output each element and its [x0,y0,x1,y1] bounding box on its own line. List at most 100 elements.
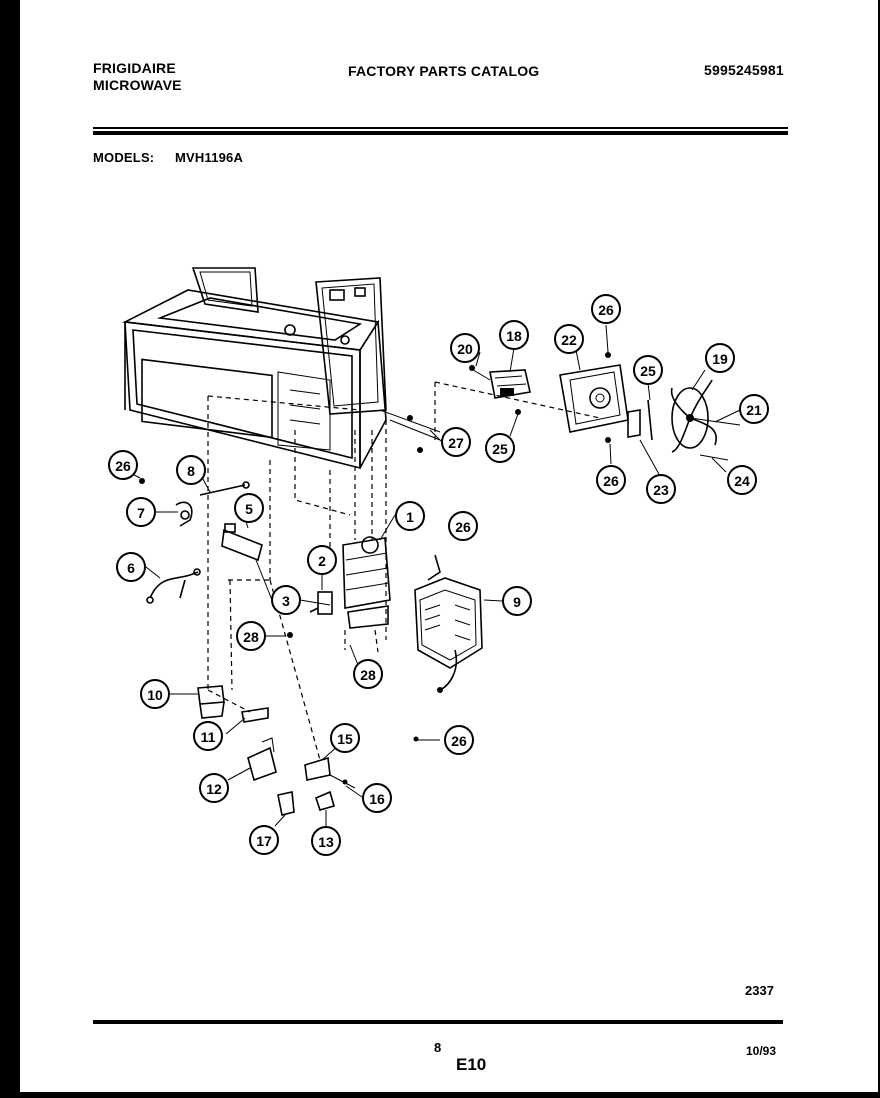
section-code: E10 [456,1055,487,1074]
callout-circle [739,394,769,424]
callout-12: 12 [199,773,229,803]
callout-number: 9 [513,594,521,610]
callout-circle [140,679,170,709]
callout-number: 20 [457,341,473,357]
callout-number: 18 [506,328,522,344]
callout-number: 22 [561,332,577,348]
callout-circle [311,826,341,856]
callout-13: 13 [311,826,341,856]
callout-number: 26 [115,458,131,474]
callout-circle [353,659,383,689]
model-number: MVH1196A [175,150,244,165]
product-name: MICROWAVE [93,77,182,93]
callout-circle [441,427,471,457]
callout-circle [234,493,264,523]
callout-26: 26 [108,450,138,480]
callout-22: 22 [554,324,584,354]
callout-15: 15 [330,723,360,753]
callout-circle [502,586,532,616]
callout-number: 1 [406,509,414,525]
callout-number: 26 [603,473,619,489]
catalog-title: FACTORY PARTS CATALOG [348,63,540,79]
catalog-number: 5995245981 [704,62,784,78]
header-rule-thick [93,131,788,135]
callout-25: 25 [633,355,663,385]
callout-number: 28 [243,629,259,645]
callout-circle [108,450,138,480]
callout-number: 26 [451,733,467,749]
callout-number: 6 [127,560,135,576]
parts-artwork [122,267,741,827]
callout-28: 28 [236,621,266,651]
callout-26: 26 [591,294,621,324]
callout-11: 11 [193,721,223,751]
callout-17: 17 [249,825,279,855]
callout-number: 5 [245,501,253,517]
callout-circle [450,333,480,363]
callout-20: 20 [450,333,480,363]
callout-circle [307,545,337,575]
callout-circle [193,721,223,751]
callout-circle [126,497,156,527]
callout-number: 2 [318,553,326,569]
callout-circle [485,433,515,463]
callout-number: 21 [746,402,762,418]
callout-number: 27 [448,435,464,451]
callout-circle [646,474,676,504]
cabinet-drawing [122,267,441,690]
callout-26: 26 [596,465,626,495]
callout-circle [116,552,146,582]
callout-10: 10 [140,679,170,709]
callout-number: 19 [712,351,728,367]
callout-circle [176,455,206,485]
scan-edge-left [0,0,20,1098]
callout-26: 26 [448,511,478,541]
callout-number: 17 [256,833,272,849]
callout-circle [330,723,360,753]
callout-28: 28 [353,659,383,689]
callout-number: 24 [734,473,750,489]
callout-circle [591,294,621,324]
callout-number: 11 [201,729,216,745]
callout-number: 10 [147,687,163,703]
callout-27: 27 [441,427,471,457]
callout-2: 2 [307,545,337,575]
magnetron-drawing [342,536,391,653]
callout-3: 3 [271,585,301,615]
callout-number: 26 [455,519,471,535]
callout-19: 19 [705,343,735,373]
callout-23: 23 [646,474,676,504]
callout-1: 1 [395,501,425,531]
callout-number: 25 [492,441,508,457]
callout-circle [705,343,735,373]
fan-assembly-drawing [434,352,741,461]
callout-7: 7 [126,497,156,527]
callout-21: 21 [739,394,769,424]
footer-rule [93,1020,783,1024]
callout-number: 15 [337,731,353,747]
callout-number: 16 [369,791,385,807]
drawing-number: 2337 [745,983,774,998]
callout-5: 5 [234,493,264,523]
callout-circle [444,725,474,755]
callout-25: 25 [485,433,515,463]
callout-circle [199,773,229,803]
callout-circle [362,783,392,813]
issue-date: 10/93 [746,1044,777,1058]
callout-circle [633,355,663,385]
models-label: MODELS: [93,150,155,165]
callout-circle [395,501,425,531]
callout-number: 25 [640,363,656,379]
callout-circle [727,465,757,495]
callout-number: 3 [282,593,290,609]
callout-18: 18 [499,320,529,350]
scan-edge-bottom [0,1092,880,1098]
callout-8: 8 [176,455,206,485]
callout-number: 26 [598,302,614,318]
transformer-drawing [414,533,483,693]
page-number: 8 [434,1040,442,1055]
scan-edge-right [878,0,880,1098]
callout-circle [596,465,626,495]
